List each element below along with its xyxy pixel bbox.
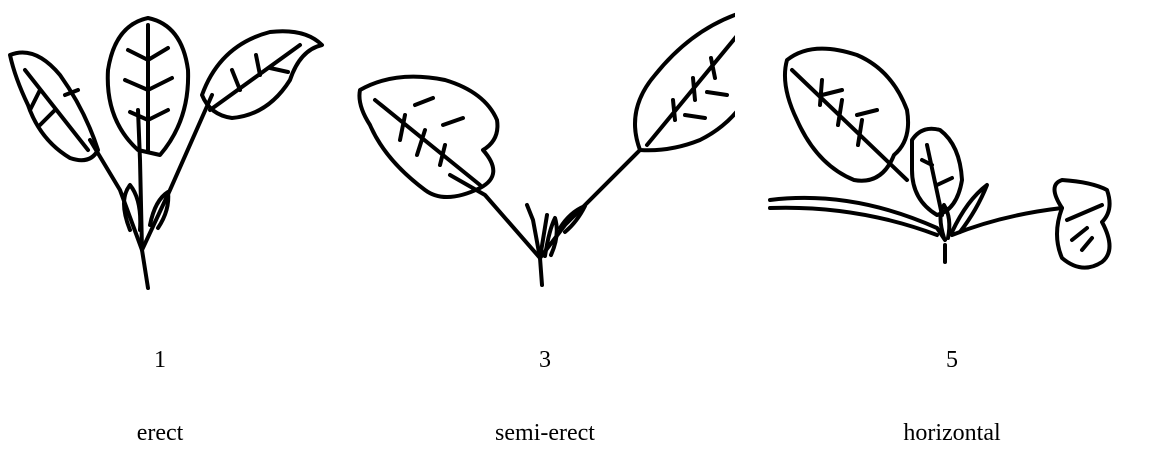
panel-horizontal: 5 horizontal [762, 0, 1142, 453]
horizontal-plant-drawing [762, 0, 1142, 340]
score-5: 5 [762, 348, 1142, 372]
panel-erect: 1 erect [0, 0, 350, 453]
semi-erect-plant-drawing [355, 0, 735, 340]
label-semi-erect: semi-erect [355, 421, 735, 445]
panel-semi-erect: 3 semi-erect [355, 0, 735, 453]
score-3: 3 [355, 348, 735, 372]
label-horizontal: horizontal [762, 421, 1142, 445]
score-1: 1 [0, 348, 350, 372]
erect-plant-drawing [0, 0, 350, 340]
label-erect: erect [0, 421, 350, 445]
